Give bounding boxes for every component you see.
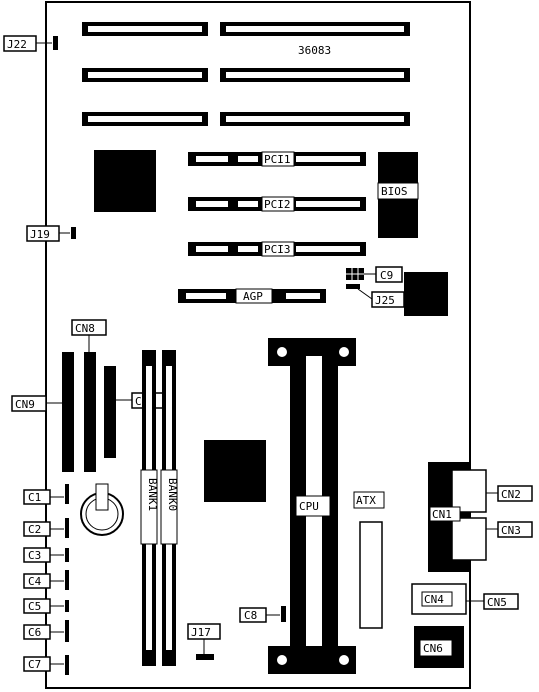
cn8-header [84,352,96,472]
cn9-header [62,352,74,472]
j17-label: J17 [191,626,211,639]
j22-label: J22 [7,38,27,51]
isa-slots [82,22,410,126]
c6-label: C6 [28,626,41,639]
j19-jumper [71,227,76,239]
j25-tag [371,291,405,308]
header-connectors [62,352,116,472]
bank1-label: BANK1 [146,478,159,511]
j22-jumper [53,36,58,50]
cn4-label: CN4 [424,593,444,606]
c5-label: C5 [28,600,41,613]
board-outline [45,1,471,689]
j25-jumper [346,284,360,289]
bios-label: BIOS [381,185,408,198]
c3-label: C3 [28,549,41,562]
cn5-label: CN5 [487,596,507,609]
cn3-label: CN3 [501,524,521,537]
c9-label: C9 [380,269,393,282]
c2-label: C2 [28,523,41,536]
atx-power-connector [359,521,383,629]
chipset-northeast [404,272,448,316]
pci3-label: PCI3 [264,243,291,256]
cn2-label: CN2 [501,488,521,501]
cn7-header [104,366,116,458]
chipset-south [204,440,266,502]
j19-label: J19 [30,228,50,241]
cn1-label: CN1 [432,508,452,521]
cn9-label: CN9 [15,398,35,411]
chipset-northwest [94,150,156,212]
cn8-label: CN8 [75,322,95,335]
cpu-label: CPU [299,500,319,513]
agp-label: AGP [243,290,263,303]
pci1-label: PCI1 [264,153,291,166]
c7-label: C7 [28,658,41,671]
cn2-serial-port [451,469,487,513]
j17-jumper [196,654,214,660]
atx-label: ATX [356,494,376,507]
bank0-label: BANK0 [166,478,179,511]
cn3-serial-port [451,517,487,561]
board-model-number: 36083 [298,44,331,57]
cn6-label: CN6 [423,642,443,655]
c8-label: C8 [244,609,257,622]
c4-label: C4 [28,575,42,588]
pci2-label: PCI2 [264,198,291,211]
c8-jumper [281,606,286,622]
c-jumper-tags: C1 C2 C3 C4 C5 C6 C7 [23,484,69,675]
c1-label: C1 [28,491,41,504]
j25-label: J25 [375,294,395,307]
